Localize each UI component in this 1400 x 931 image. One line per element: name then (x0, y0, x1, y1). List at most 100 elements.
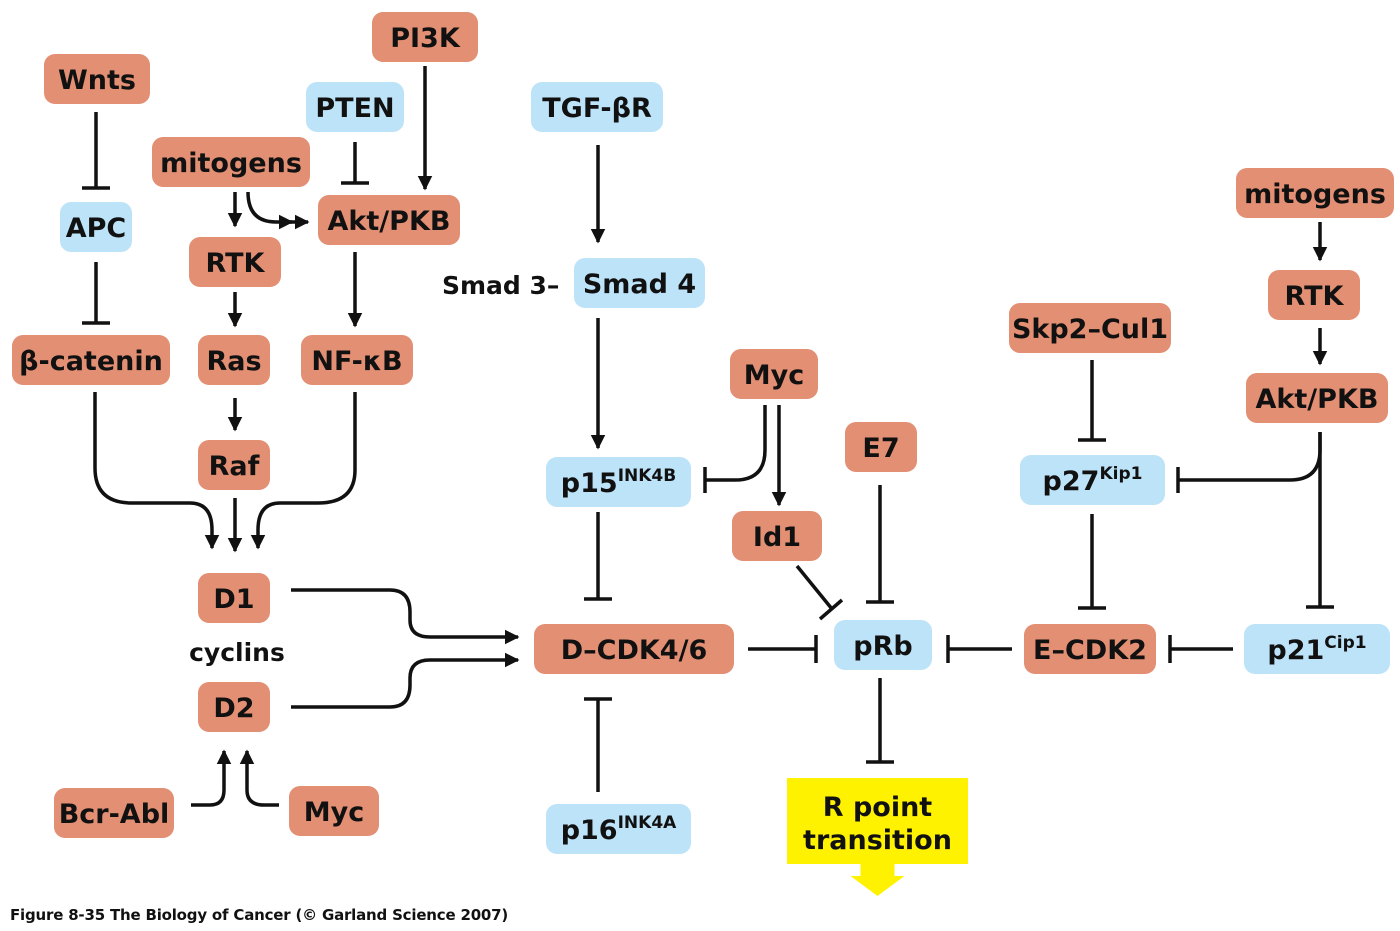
node-label: pRb (853, 631, 912, 662)
inhibition-line (705, 405, 767, 482)
node-tgfbr: TGF-βR (531, 82, 663, 132)
node-label: D2 (213, 693, 254, 724)
node-label: NF-κB (311, 346, 402, 377)
node-label: Akt/PKB (328, 206, 451, 237)
node-bcrabl: Bcr-Abl (54, 788, 174, 838)
node-label: p21Cip1 (1267, 633, 1366, 666)
figure-caption: Figure 8-35 The Biology of Cancer (© Gar… (10, 906, 509, 924)
oncogene-box (845, 422, 917, 472)
node-wnts: Wnts (44, 54, 150, 104)
inhibition-line (1178, 432, 1322, 482)
activation-arrow (93, 392, 220, 550)
node-label-main: NF-κB (311, 346, 402, 377)
edge-e7-inhibit-prb (866, 485, 894, 604)
node-d2: D2 (198, 682, 270, 732)
oncogene-box (730, 349, 818, 399)
edges-layer (82, 66, 1334, 807)
node-dcdk46: D–CDK4/6 (534, 624, 734, 674)
oncogene-box (44, 54, 150, 104)
oncogene-box (732, 511, 822, 561)
edge-mitogens1-activate-akt1 (246, 191, 310, 230)
node-label: Akt/PKB (1256, 384, 1379, 415)
edge-p15-inhibit-dcdk46 (584, 512, 612, 601)
oncogene-box (198, 440, 270, 490)
node-label-main: Smad 4 (583, 269, 696, 300)
activation-arrow (246, 191, 310, 230)
node-akt2: Akt/PKB (1246, 373, 1388, 423)
suppressor-box (834, 620, 932, 670)
edge-akt2-inhibit-p27 (1176, 432, 1322, 493)
node-e7: E7 (845, 422, 917, 472)
oncogene-box (318, 195, 460, 245)
node-mitogens1: mitogens (152, 137, 310, 187)
oncogene-box (189, 237, 281, 287)
edge-p21-inhibit-ecdk2 (1168, 635, 1233, 663)
suppressor-box (546, 804, 691, 854)
node-p15: p15INK4B (546, 457, 691, 507)
edge-d1-activate-dcdk46 (291, 588, 520, 645)
node-label-main: D–CDK4/6 (561, 635, 708, 666)
oncogene-box (289, 786, 379, 836)
node-bcatenin: β-catenin (12, 335, 170, 385)
activation-arrow (191, 749, 232, 807)
node-label: E–CDK2 (1033, 635, 1147, 666)
node-label: p15INK4B (561, 466, 676, 499)
node-label-main: mitogens (1244, 179, 1386, 210)
edge-skp2-inhibit-p27 (1078, 360, 1106, 442)
activation-arrow (239, 749, 279, 807)
node-myc1: Myc (730, 349, 818, 399)
edge-pten-inhibit-akt1 (341, 142, 369, 185)
node-label: Smad 4 (583, 269, 696, 300)
node-label: Myc (304, 797, 364, 828)
activation-arrow (250, 392, 357, 550)
outcome-label: transition (803, 825, 952, 856)
node-label-main: TGF-βR (542, 93, 652, 124)
node-label: Skp2–Cul1 (1012, 314, 1168, 345)
node-label-main: Wnts (58, 65, 136, 96)
oncogene-box (152, 137, 310, 187)
node-label-superscript: INK4A (618, 813, 678, 833)
oncogene-box (198, 682, 270, 732)
node-label: mitogens (160, 148, 302, 179)
node-raf: Raf (198, 440, 270, 490)
oncogene-box (54, 788, 174, 838)
oncogene-box (301, 335, 413, 385)
node-ras: Ras (198, 335, 270, 385)
edge-ecdk2-inhibit-prb (946, 635, 1012, 663)
edge-bcrabl-activate-d2 (191, 749, 232, 807)
node-label-main: p16 (561, 815, 618, 846)
edge-akt2-inhibit-p21 (1306, 432, 1334, 609)
edge-wnts-inhibit-apc (82, 112, 110, 190)
node-akt1: Akt/PKB (318, 195, 460, 245)
outcome-box (787, 778, 968, 864)
node-mitogens2: mitogens (1236, 168, 1394, 218)
suppressor-box (546, 457, 691, 507)
edge-p27-inhibit-ecdk2 (1078, 514, 1106, 610)
node-label-main: PI3K (390, 23, 461, 54)
node-label: PTEN (315, 93, 394, 124)
node-label-main: pRb (853, 631, 912, 662)
edge-nfkb-activate-d1 (250, 392, 357, 550)
node-p16: p16INK4A (546, 804, 691, 854)
node-nfkb: NF-κB (301, 335, 413, 385)
node-label-main: Bcr-Abl (59, 799, 170, 830)
edge-d2-activate-dcdk46 (291, 652, 520, 709)
cyclins-label: cyclins (189, 638, 285, 667)
node-label: APC (66, 213, 127, 244)
oncogene-box (198, 335, 270, 385)
node-label-superscript: Cip1 (1324, 633, 1366, 653)
node-label-main: E7 (862, 433, 899, 464)
node-label-main: p21 (1267, 635, 1324, 666)
node-pten: PTEN (306, 82, 404, 132)
node-label-main: Skp2–Cul1 (1012, 314, 1168, 345)
node-p21: p21Cip1 (1244, 624, 1390, 674)
edge-myc1-inhibit-p15 (703, 405, 767, 493)
node-label-main: Raf (209, 451, 260, 482)
oncogene-box (1024, 624, 1156, 674)
node-label-main: RTK (1285, 281, 1345, 312)
node-label-main: APC (66, 213, 127, 244)
node-label: Myc (744, 360, 804, 391)
node-label-main: Myc (304, 797, 364, 828)
